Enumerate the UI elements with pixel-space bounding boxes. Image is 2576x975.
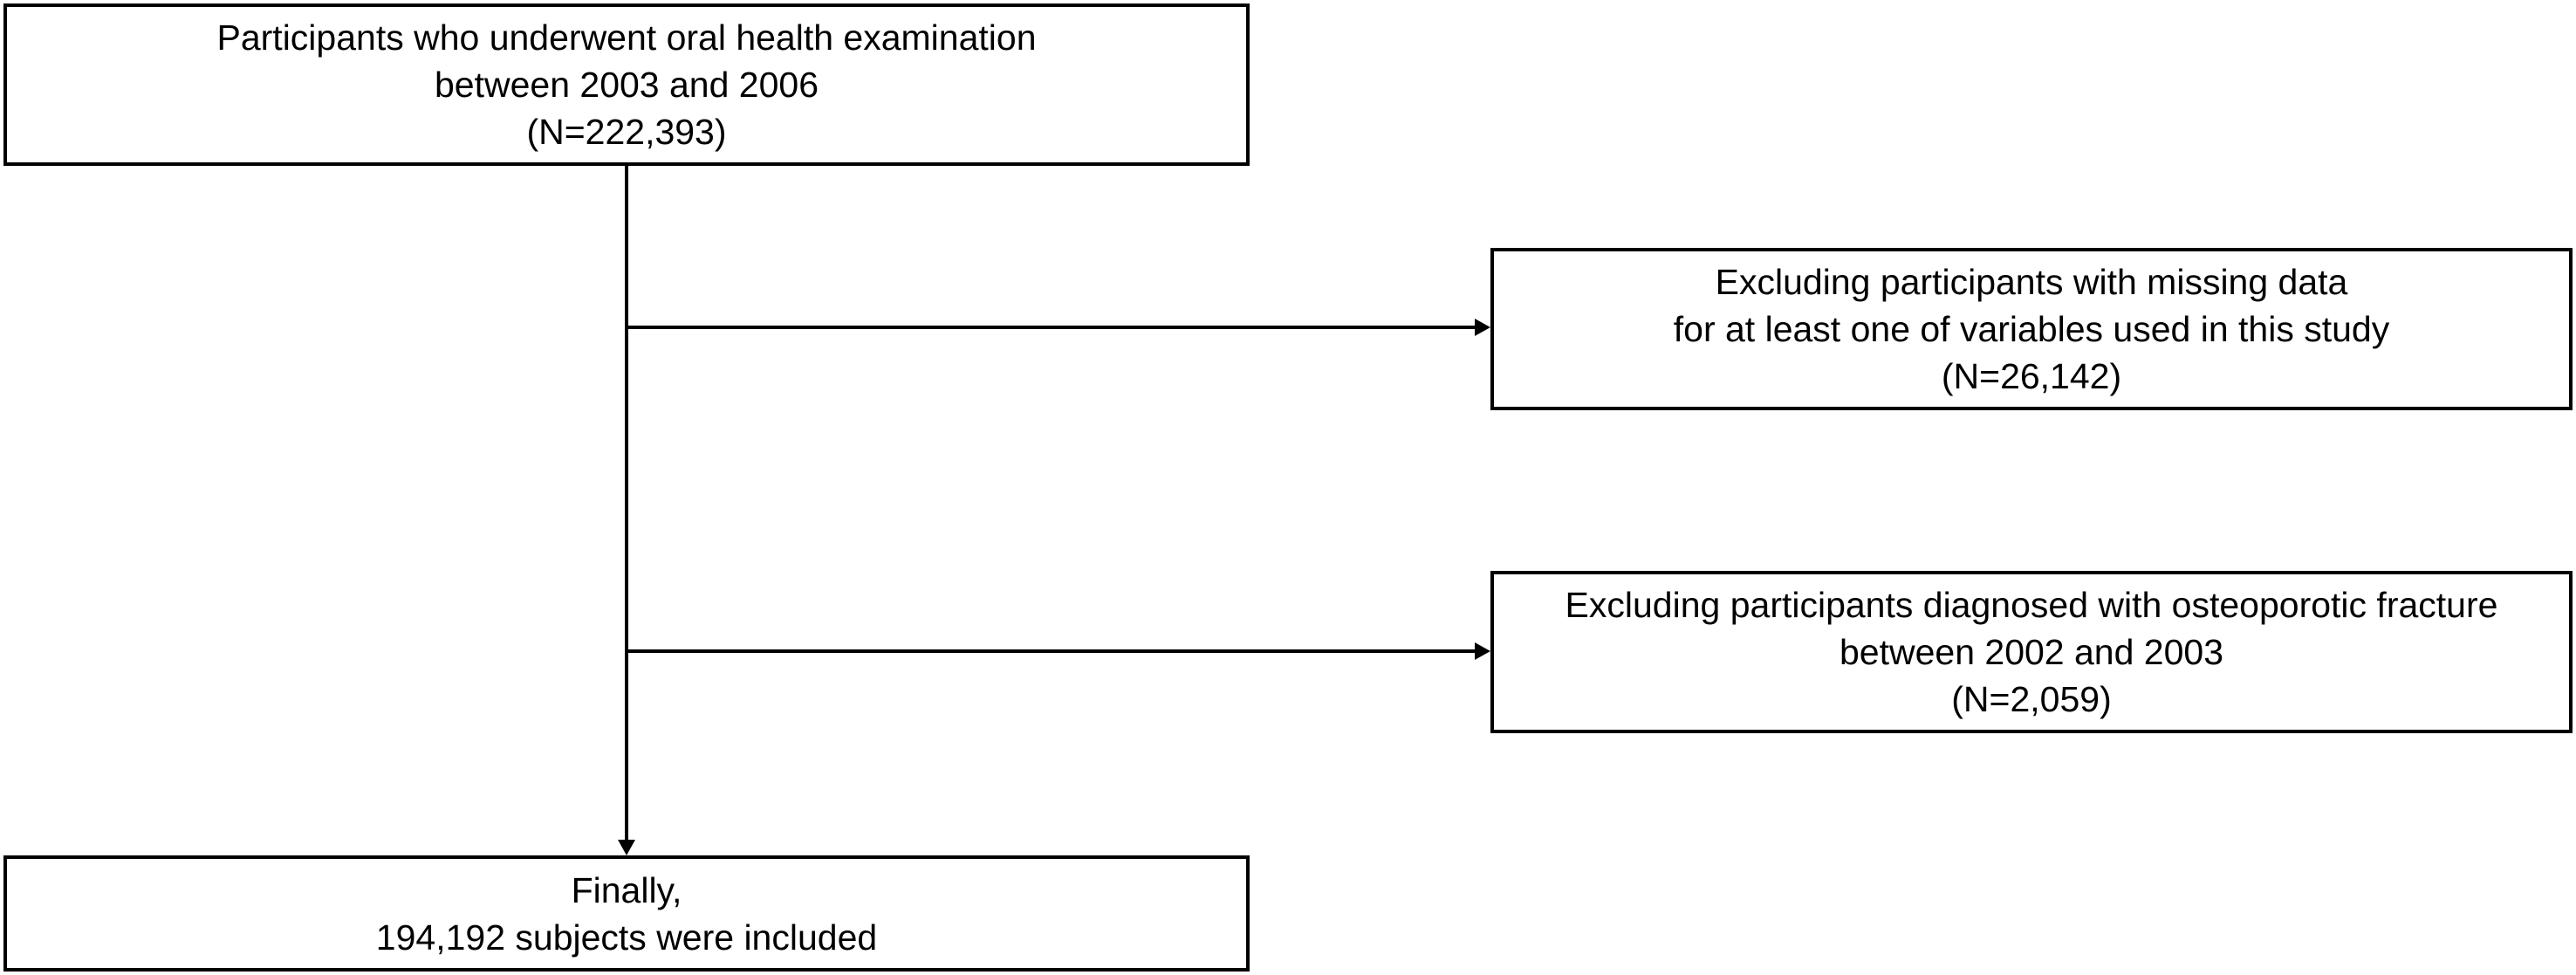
exclusion-1-line-2: for at least one of variables used in th… <box>1673 309 2390 349</box>
exclusion-2-line-1: Excluding participants diagnosed with os… <box>1565 585 2498 625</box>
exclusion-2-line-2: between 2002 and 2003 <box>1839 632 2223 672</box>
start-line-1: Participants who underwent oral health e… <box>216 17 1037 58</box>
start-line-2: between 2003 and 2006 <box>434 65 819 105</box>
main-flow-arrowhead <box>618 840 635 855</box>
exclusion-1-count: (N=26,142) <box>1941 356 2122 396</box>
final-line-2: 194,192 subjects were included <box>375 917 878 958</box>
exclusion-2-arrowhead <box>1475 642 1490 660</box>
exclusion-1-box: Excluding participants with missing data… <box>1490 248 2573 410</box>
final-line-1: Finally, <box>571 869 682 910</box>
exclusion-1-arrowhead <box>1475 319 1490 336</box>
start-box: Participants who underwent oral health e… <box>3 3 1250 166</box>
exclusion-2-count: (N=2,059) <box>1951 679 2112 719</box>
start-count: (N=222,393) <box>526 112 727 152</box>
final-box: Finally, 194,192 subjects were included <box>3 855 1250 972</box>
exclusion-1-line-1: Excluding participants with missing data <box>1715 262 2348 302</box>
exclusion-2-box: Excluding participants diagnosed with os… <box>1490 571 2573 733</box>
